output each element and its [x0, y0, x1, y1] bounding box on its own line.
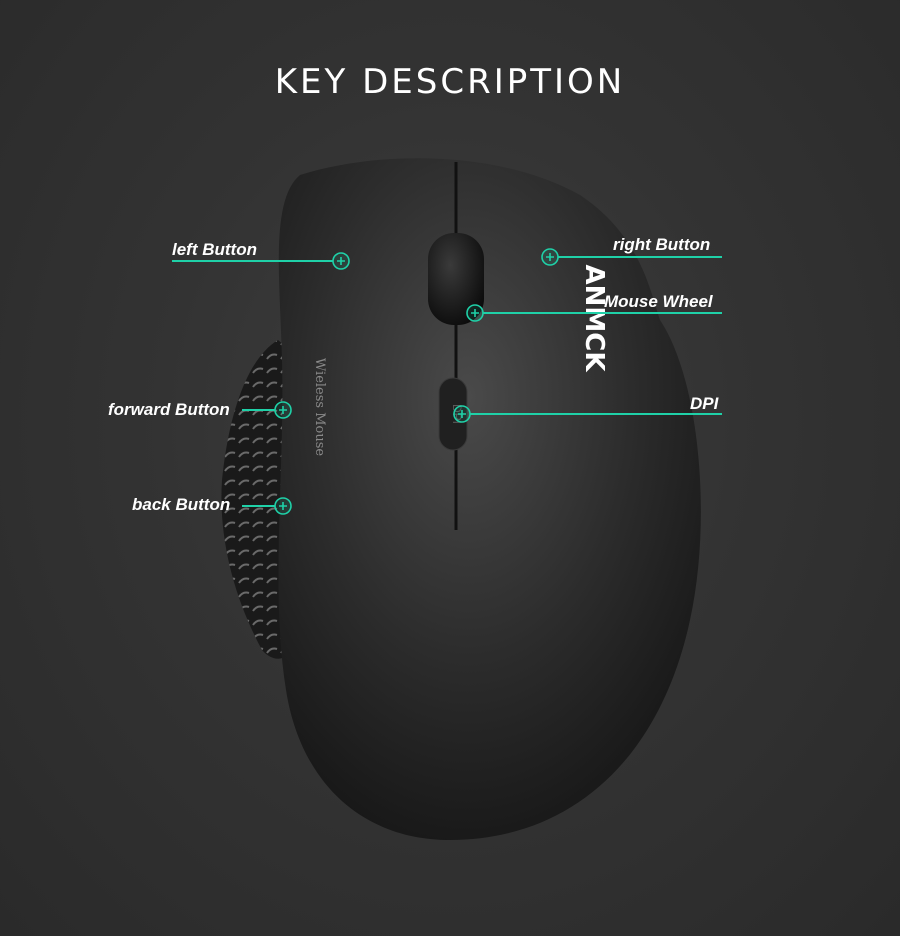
- label-dpi: DPI: [690, 394, 719, 413]
- label-left-button: left Button: [172, 240, 257, 259]
- brand-logo: ANMCK: [579, 265, 609, 373]
- dpi-button: [438, 377, 468, 451]
- marker-left-button: [332, 252, 350, 270]
- marker-back-button: [274, 497, 292, 515]
- page-title: KEY DESCRIPTION: [274, 62, 626, 102]
- label-mouse-wheel: Mouse Wheel: [604, 292, 713, 311]
- marker-forward-button: [274, 401, 292, 419]
- scroll-wheel: [428, 233, 484, 325]
- markers: [274, 248, 559, 515]
- label-right-button: right Button: [613, 235, 711, 254]
- side-text: Wieless Mouse: [312, 358, 327, 456]
- label-back-button: back Button: [132, 495, 231, 514]
- mouse-body: [278, 158, 701, 840]
- marker-dpi: [453, 405, 471, 423]
- marker-mouse-wheel: [466, 304, 484, 322]
- marker-right-button: [541, 248, 559, 266]
- dpi-button-text: DPI: [450, 404, 464, 424]
- label-forward-button: forward Button: [108, 400, 230, 419]
